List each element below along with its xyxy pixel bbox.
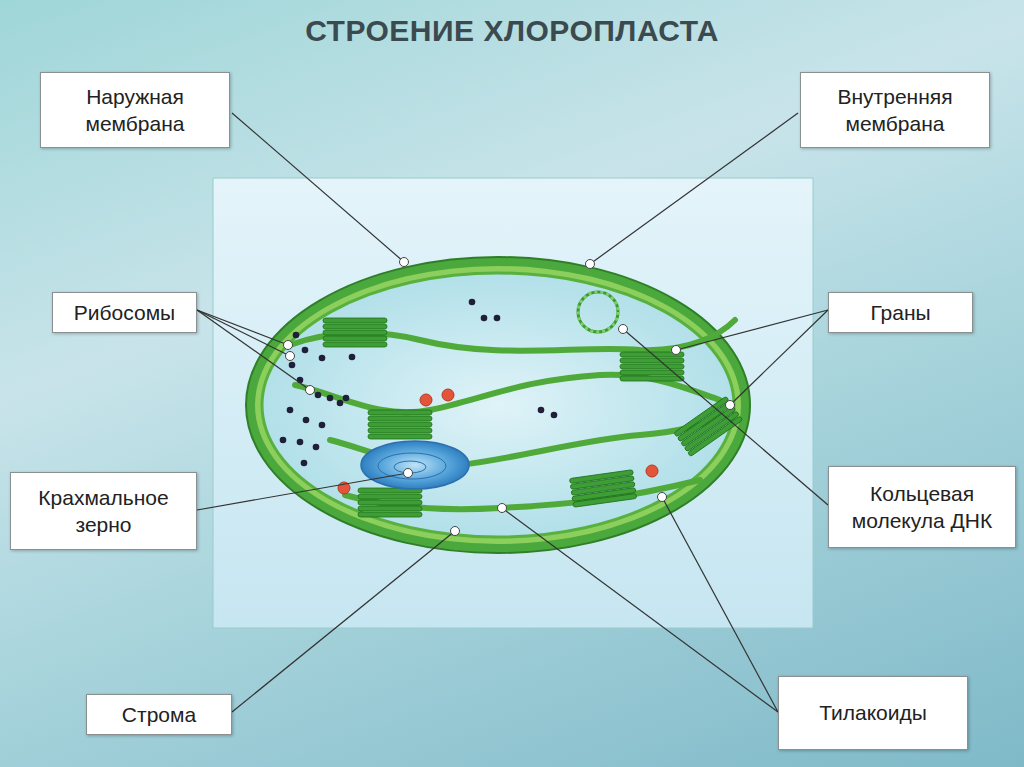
leader-lines [197,113,828,712]
label-text: Тилакоиды [819,699,927,726]
diagram-title: СТРОЕНИЕ ХЛОРОПЛАСТА [0,14,1024,48]
label-box: Внутренняя мембрана [800,72,990,148]
label-box: Тилакоиды [778,676,968,750]
label-box: Наружная мембрана [40,72,230,148]
starch-grain [361,441,469,489]
intermembrane-space [255,266,741,544]
label-box: Граны [828,292,973,333]
lipid-drops [338,389,658,494]
label-text: Кольцевая молекула ДНК [839,480,1005,535]
stroma-lamellae [290,320,735,509]
label-box: Кольцевая молекула ДНК [828,466,1016,548]
label-text: Рибосомы [74,299,175,326]
label-box: Строма [86,694,232,735]
label-text: Крахмальное зерно [21,484,186,539]
inner-membrane [262,273,734,537]
picture-panel [213,178,813,628]
label-box: Рибосомы [52,292,197,333]
ribosomes [280,299,558,467]
label-text: Строма [122,701,196,728]
label-text: Граны [870,299,930,326]
label-box: Крахмальное зерно [10,472,197,550]
dna-ring [578,292,618,332]
outer-membrane [246,257,750,553]
leader-dots [284,258,735,536]
label-text: Внутренняя мембрана [811,83,979,138]
grana-stacks [323,318,743,517]
label-text: Наружная мембрана [51,83,219,138]
